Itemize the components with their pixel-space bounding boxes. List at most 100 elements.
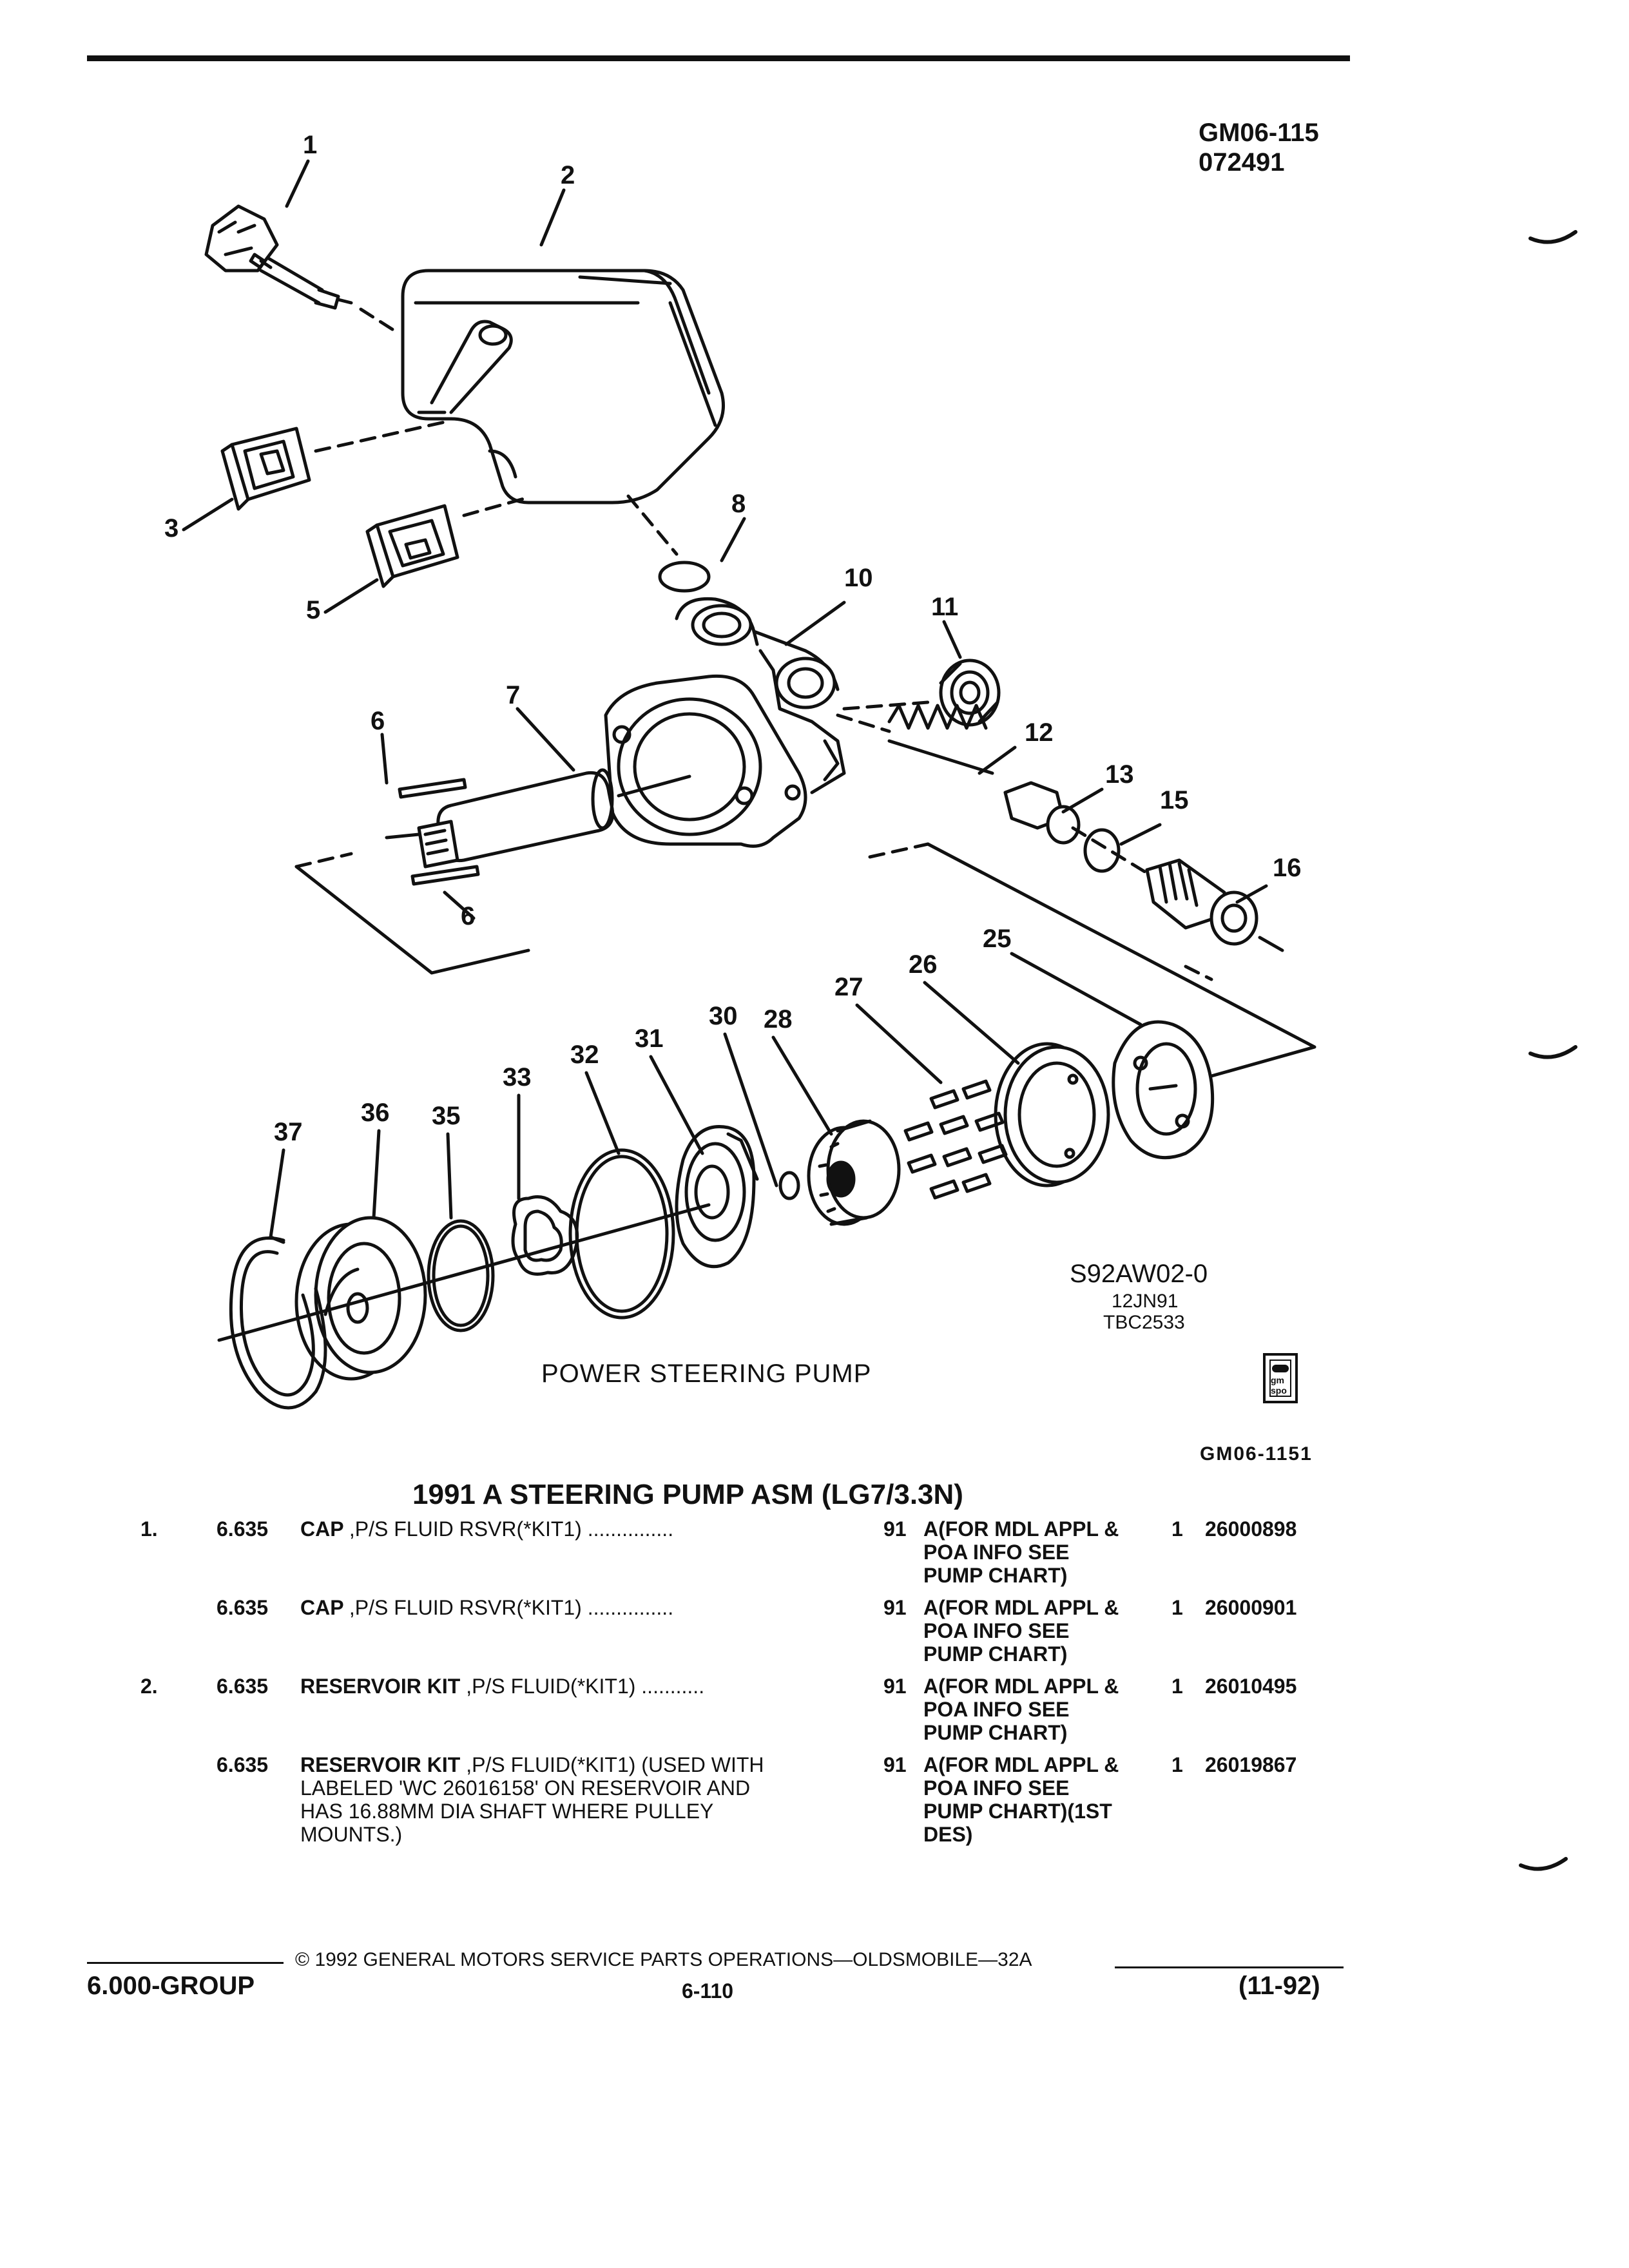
header-code: GM06-115: [1199, 119, 1319, 147]
item-number: 2.: [140, 1675, 158, 1698]
part-25-pressure-plate: [1112, 1020, 1215, 1160]
part-28-rotor: [807, 1119, 901, 1226]
group-number: 6.635: [217, 1675, 269, 1698]
part-7-shaft: [385, 768, 691, 869]
part-description: CAP ,P/S FLUID RSVR(*KIT1) .............…: [300, 1517, 674, 1541]
callout-10: 10: [844, 564, 873, 592]
part-5-bracket: [365, 495, 530, 588]
quantity: 1: [1171, 1753, 1183, 1776]
part-number: 26019867: [1205, 1753, 1297, 1776]
part-36-end-cover: [294, 1216, 427, 1381]
callout-32: 32: [570, 1041, 599, 1069]
callout-8: 8: [731, 490, 746, 518]
part-1-cap: [204, 204, 398, 334]
part-13-valve: [1003, 781, 1081, 845]
group-number: 6.635: [217, 1517, 269, 1541]
callout-30: 30: [709, 1002, 738, 1030]
item-number: 1.: [140, 1517, 158, 1541]
part-32-o-ring: [568, 1148, 675, 1320]
section-title: 1991 A STEERING PUMP ASM (LG7/3.3N): [412, 1479, 963, 1510]
callout-11: 11: [931, 593, 958, 621]
callout-27: 27: [834, 973, 863, 1001]
group-number: 6.635: [217, 1596, 269, 1619]
exploded-diagram: 1 2 3 5 6 6 7 8 10 11 12 13 15 16 25 26 …: [164, 131, 1316, 1410]
part-31-thrust-plate: [675, 1125, 759, 1269]
part-8-o-ring: [658, 561, 711, 593]
callout-6-lower: 6: [461, 902, 475, 930]
callout-26: 26: [909, 950, 938, 979]
binder-mark-1: [1528, 230, 1577, 244]
part-11-seal: [939, 658, 1001, 727]
part-30-ring: [778, 1171, 800, 1200]
callout-37: 37: [274, 1118, 303, 1146]
part-35-o-ring: [427, 1219, 495, 1332]
footer-page-number: 6-110: [682, 1979, 734, 2003]
callout-12: 12: [1025, 718, 1054, 747]
part-description: RESERVOIR KIT ,P/S FLUID(*KIT1) ........…: [300, 1675, 705, 1698]
part-number: 26010495: [1205, 1675, 1297, 1698]
callout-5: 5: [306, 596, 320, 624]
callout-3: 3: [164, 514, 178, 543]
group-number: 6.635: [217, 1753, 269, 1776]
callout-35: 35: [432, 1102, 461, 1130]
table-row: 2. 6.635 RESERVOIR KIT ,P/S FLUID(*KIT1)…: [140, 1675, 1327, 1744]
binder-mark-2: [1528, 1045, 1577, 1059]
figure-code: S92AW02-0: [1070, 1260, 1208, 1288]
figure-ref-secondary: TBC2533: [1103, 1312, 1185, 1333]
callout-7: 7: [506, 681, 520, 709]
part-16-fitting: [1145, 858, 1284, 952]
part-description: CAP ,P/S FLUID RSVR(*KIT1) .............…: [300, 1596, 674, 1619]
model-year: 91: [883, 1753, 907, 1776]
part-6-pins: [398, 778, 480, 886]
figure-date: 12JN91: [1112, 1291, 1179, 1312]
callout-28: 28: [764, 1005, 793, 1033]
footer-rule-left: [87, 1962, 284, 1964]
callout-33: 33: [503, 1063, 532, 1091]
part-number: 26000898: [1205, 1517, 1297, 1541]
quantity: 1: [1171, 1517, 1183, 1541]
part-27-vanes: [903, 1079, 1008, 1200]
footer-group: 6.000-GROUP: [87, 1972, 255, 2000]
model-year: 91: [883, 1517, 907, 1541]
footer-date: (11-92): [1239, 1972, 1320, 2000]
gmspo-logo: gm spo: [1263, 1353, 1298, 1403]
callout-25: 25: [983, 925, 1012, 953]
part-description: RESERVOIR KIT ,P/S FLUID(*KIT1) (USED WI…: [300, 1753, 764, 1846]
item-number: [140, 1753, 217, 1846]
callout-6-upper: 6: [371, 707, 385, 735]
figure-ref: GM06-1151: [1200, 1443, 1313, 1465]
item-number: [140, 1596, 217, 1666]
quantity: 1: [1171, 1675, 1183, 1698]
part-26-cam-ring: [994, 1042, 1110, 1187]
table-row: 6.635 RESERVOIR KIT ,P/S FLUID(*KIT1) (U…: [140, 1753, 1327, 1846]
part-number: 26000901: [1205, 1596, 1297, 1619]
callout-1: 1: [303, 131, 317, 159]
callout-31: 31: [635, 1024, 664, 1053]
model-year: 91: [883, 1675, 907, 1698]
part-37-retaining-ring: [217, 1203, 711, 1410]
footer-rule-right: [1115, 1966, 1344, 1968]
part-3-bracket: [220, 420, 447, 511]
figure-caption: POWER STEERING PUMP: [541, 1360, 872, 1388]
callout-16: 16: [1273, 854, 1302, 882]
footer-copyright: © 1992 GENERAL MOTORS SERVICE PARTS OPER…: [295, 1949, 1032, 1970]
callout-15: 15: [1160, 786, 1189, 814]
callout-13: 13: [1105, 760, 1134, 789]
callout-36: 36: [361, 1099, 390, 1127]
part-10-pump-body: [604, 597, 846, 848]
quantity: 1: [1171, 1596, 1183, 1619]
part-2-reservoir: [401, 269, 725, 505]
top-rule: [87, 55, 1350, 61]
table-row: 1. 6.635 CAP ,P/S FLUID RSVR(*KIT1) ....…: [140, 1517, 1327, 1587]
part-12-spring: [887, 704, 994, 775]
model-year: 91: [883, 1596, 907, 1619]
parts-table: 1. 6.635 CAP ,P/S FLUID RSVR(*KIT1) ....…: [140, 1517, 1327, 1846]
part-33-seal: [511, 1195, 579, 1276]
table-row: 6.635 CAP ,P/S FLUID RSVR(*KIT1) .......…: [140, 1596, 1327, 1666]
header-date-code: 072491: [1199, 148, 1285, 177]
callout-2: 2: [561, 161, 575, 189]
